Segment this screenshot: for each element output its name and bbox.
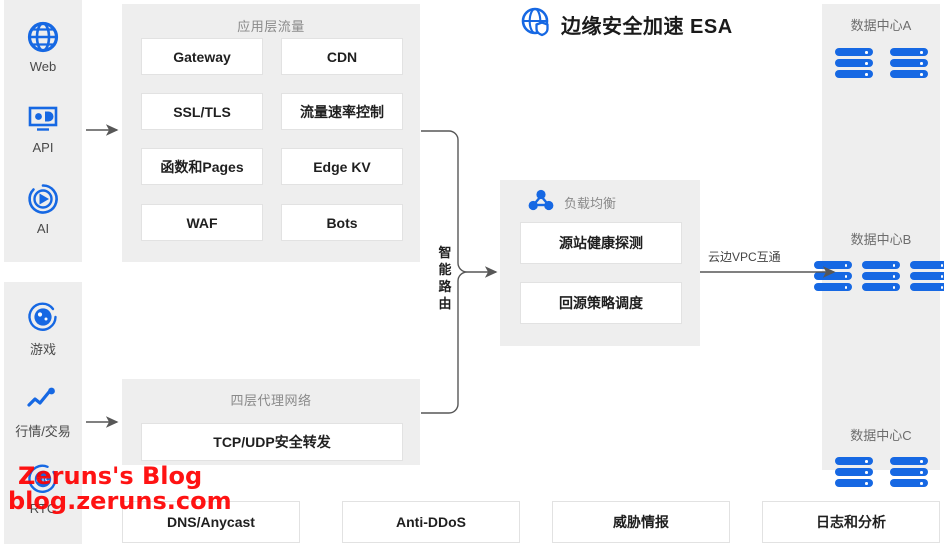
app-card-ssl-tls[interactable]: SSL/TLS: [141, 93, 263, 130]
game-icon: [4, 298, 82, 336]
server-rack: [889, 48, 928, 78]
app-card-rate-limit[interactable]: 流量速率控制: [281, 93, 403, 130]
l4-card-tcp-udp-forward[interactable]: TCP/UDP安全转发: [141, 423, 403, 461]
server-rack: [814, 261, 852, 291]
source-label-ai: AI: [36, 221, 50, 236]
bottom-card-dns-anycast[interactable]: DNS/Anycast: [122, 501, 300, 543]
server-rack: [834, 48, 873, 78]
app-card-cdn[interactable]: CDN: [281, 38, 403, 75]
globe-shield-icon: [520, 6, 552, 43]
app-card-functions-pages[interactable]: 函数和Pages: [141, 148, 263, 185]
source-item-market[interactable]: 行情/交易: [4, 380, 82, 440]
app-layer-title: 应用层流量: [237, 19, 305, 34]
ai-icon: [4, 180, 82, 218]
source-label-market: 行情/交易: [15, 424, 71, 439]
data-center-b-servers: [814, 261, 944, 291]
source-label-rtc: RTC: [29, 501, 57, 516]
bottom-card-threat-intel[interactable]: 威胁情报: [552, 501, 730, 543]
source-item-ai[interactable]: AI: [4, 180, 82, 236]
bottom-card-logs-analytics[interactable]: 日志和分析: [762, 501, 940, 543]
page-title-text: 边缘安全加速 ESA: [561, 16, 733, 38]
source-item-rtc[interactable]: RTC RTC: [4, 460, 82, 516]
data-center-panel: [822, 4, 940, 470]
lb-card-origin-health-check[interactable]: 源站健康探测: [520, 222, 682, 264]
routing-label: 智能路由: [438, 245, 452, 311]
lb-card-origin-policy-scheduling[interactable]: 回源策略调度: [520, 282, 682, 324]
app-card-gateway[interactable]: Gateway: [141, 38, 263, 75]
load-balancer-icon: [528, 188, 554, 217]
source-label-game: 游戏: [29, 342, 56, 357]
data-center-b-title: 数据中心B: [850, 232, 912, 247]
watermark-line-2: blog.zeruns.com: [8, 487, 232, 515]
l4-layer-title: 四层代理网络: [230, 393, 312, 408]
server-rack: [834, 457, 873, 487]
market-trading-icon: [4, 380, 82, 418]
watermark-line-1: Zeruns's Blog: [18, 462, 203, 490]
svg-text:RTC: RTC: [36, 477, 50, 484]
rtc-icon: RTC: [4, 460, 82, 498]
api-icon: [4, 99, 82, 137]
app-card-waf[interactable]: WAF: [141, 204, 263, 241]
server-rack: [862, 261, 900, 291]
source-label-web: Web: [29, 59, 57, 74]
source-item-web[interactable]: Web: [4, 18, 82, 74]
globe-icon: [4, 18, 82, 56]
data-center-c-title: 数据中心C: [850, 428, 912, 443]
bottom-card-anti-ddos[interactable]: Anti-DDoS: [342, 501, 520, 543]
data-center-a-servers: [822, 48, 940, 78]
page-title: 边缘安全加速 ESA: [520, 6, 733, 43]
server-rack: [910, 261, 944, 291]
data-center-c-servers: [822, 457, 940, 487]
app-card-bots[interactable]: Bots: [281, 204, 403, 241]
vpc-link-label: 云边VPC互通: [708, 250, 781, 264]
source-panel-bottom: [4, 282, 82, 544]
data-center-a-title: 数据中心A: [850, 18, 912, 33]
source-item-api[interactable]: API: [4, 99, 82, 155]
load-balancer-header: 负载均衡: [528, 188, 616, 217]
source-label-api: API: [32, 140, 54, 155]
load-balancer-title: 负载均衡: [564, 196, 617, 211]
app-card-edge-kv[interactable]: Edge KV: [281, 148, 403, 185]
source-item-game[interactable]: 游戏: [4, 298, 82, 358]
server-rack: [889, 457, 928, 487]
